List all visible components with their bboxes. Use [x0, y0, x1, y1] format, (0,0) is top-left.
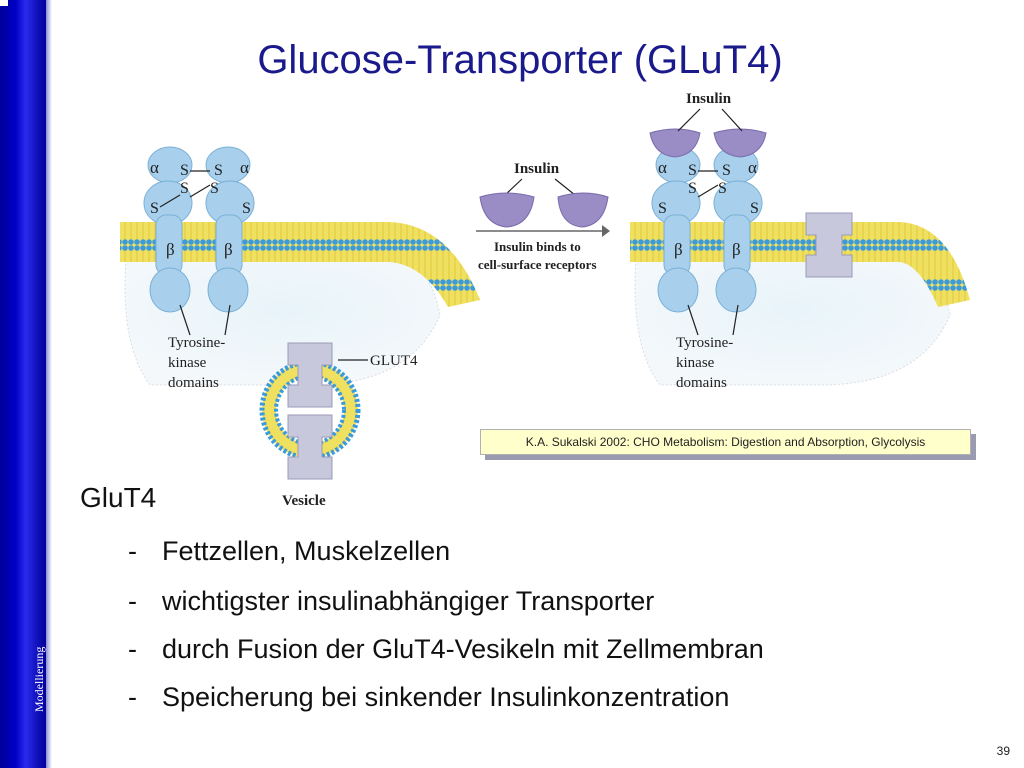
- bullet-dash: -: [128, 536, 137, 566]
- middle-insulin-label: Insulin: [514, 161, 560, 177]
- left-s-4: S: [210, 180, 219, 197]
- bullet-text: Speicherung bei sinkender Insulinkonzent…: [162, 682, 730, 712]
- right-insulin-1: [649, 128, 701, 158]
- left-s-6: S: [242, 200, 251, 217]
- right-s-2: S: [722, 162, 731, 179]
- bullet-dash: -: [128, 682, 137, 712]
- bullet-dash: -: [128, 634, 137, 664]
- glut4-vesicle: [259, 342, 361, 480]
- slide-title: Glucose-Transporter (GLuT4): [257, 38, 783, 82]
- page-number: 39: [996, 744, 1010, 758]
- bullet-text: Fettzellen, Muskelzellen: [162, 536, 451, 566]
- left-s-3: S: [180, 180, 189, 197]
- right-tyrosine-line3: domains: [676, 375, 727, 391]
- left-s-1: S: [180, 162, 189, 179]
- left-beta-2: β: [224, 240, 233, 259]
- right-cell-panel: Insulin α α S S S S S S β β Tyrosine- ki…: [630, 91, 970, 391]
- vesicle-label: Vesicle: [282, 493, 326, 509]
- corner-mark: [0, 0, 8, 6]
- left-tyrosine-line2: kinase: [168, 355, 207, 371]
- insulin-binding-step: Insulin Insulin binds to cell-surface re…: [476, 161, 610, 272]
- right-receptor: [651, 146, 763, 313]
- middle-caption-line2: cell-surface receptors: [478, 257, 597, 272]
- left-cell-panel: α α S S S S S S β β Tyrosine- kinase dom…: [120, 146, 480, 509]
- right-insulin-label: Insulin: [686, 91, 732, 107]
- left-membrane: [120, 222, 480, 307]
- glut4-label: GLUT4: [370, 353, 418, 369]
- sidebar-label: Modellierung: [32, 646, 46, 712]
- right-tyrosine-line2: kinase: [676, 355, 715, 371]
- sidebar-band: [0, 0, 46, 768]
- content-heading: GluT4: [80, 482, 157, 513]
- left-tyrosine-line1: Tyrosine-: [168, 335, 225, 351]
- bullet-item: -Fettzellen, Muskelzellen: [128, 536, 450, 567]
- bullet-text: durch Fusion der GluT4-Vesikeln mit Zell…: [162, 634, 764, 664]
- right-beta-2: β: [732, 240, 741, 259]
- right-membrane: [630, 222, 970, 307]
- left-alpha-2: α: [240, 158, 249, 177]
- citation-box: K.A. Sukalski 2002: CHO Metabolism: Dige…: [480, 429, 971, 455]
- bullet-item: -durch Fusion der GluT4-Vesikeln mit Zel…: [128, 634, 764, 665]
- bullet-dash: -: [128, 586, 137, 616]
- left-s-2: S: [214, 162, 223, 179]
- left-alpha-1: α: [150, 158, 159, 177]
- right-s-5: S: [658, 200, 667, 217]
- insulin-receptor-diagram: α α S S S S S S β β Tyrosine- kinase dom…: [120, 91, 970, 509]
- right-membrane-transporter: [805, 212, 853, 278]
- bullet-text: wichtigster insulinabhängiger Transporte…: [162, 586, 655, 616]
- right-tyrosine-line1: Tyrosine-: [676, 335, 733, 351]
- right-beta-1: β: [674, 240, 683, 259]
- bullet-item: -Speicherung bei sinkender Insulinkonzen…: [128, 682, 729, 713]
- left-s-5: S: [150, 200, 159, 217]
- right-s-1: S: [688, 162, 697, 179]
- left-tyrosine-line3: domains: [168, 375, 219, 391]
- sidebar-shadow: [46, 0, 52, 768]
- left-beta-1: β: [166, 240, 175, 259]
- right-alpha-2: α: [748, 158, 757, 177]
- middle-caption-line1: Insulin binds to: [494, 239, 581, 254]
- right-s-3: S: [688, 180, 697, 197]
- bullet-item: -wichtigster insulinabhängiger Transport…: [128, 586, 654, 617]
- right-s-4: S: [718, 180, 727, 197]
- right-alpha-1: α: [658, 158, 667, 177]
- right-s-6: S: [750, 200, 759, 217]
- left-receptor: [143, 146, 255, 313]
